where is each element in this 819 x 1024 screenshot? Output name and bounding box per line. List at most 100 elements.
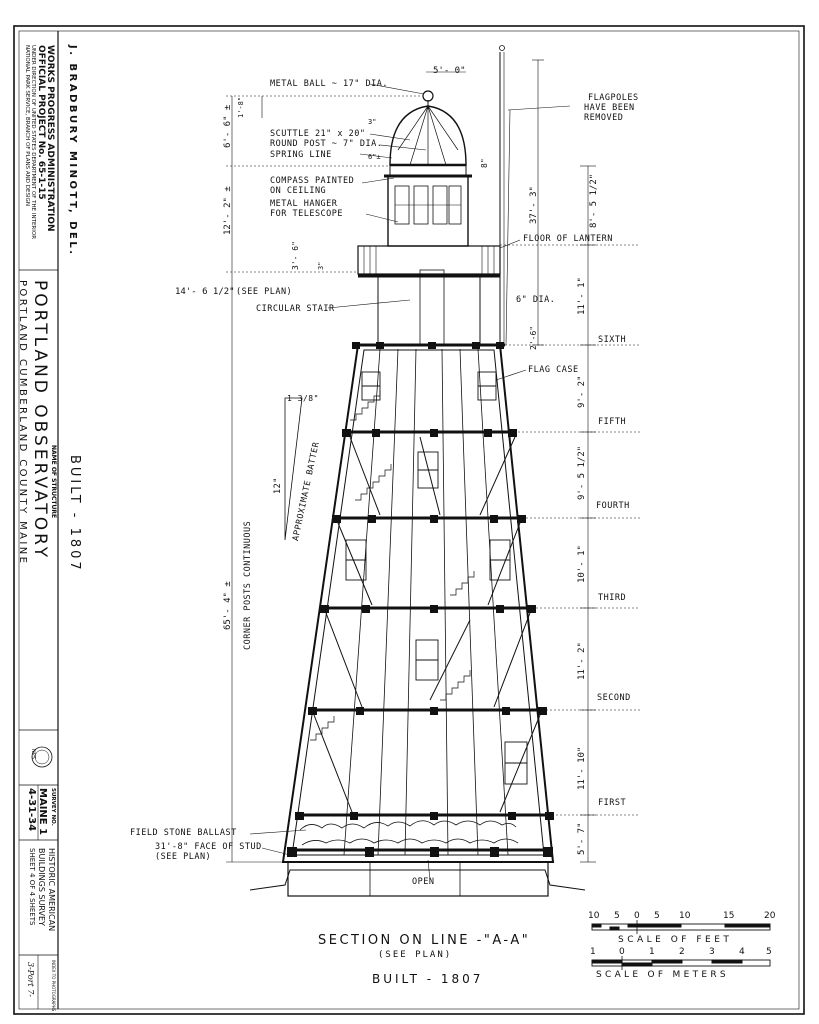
seal-circle <box>31 746 53 768</box>
scuttle-label: SCUTTLE 21" x 20" <box>270 129 366 139</box>
built-date-vertical: BUILT - 1807 <box>67 455 82 573</box>
leader-lines <box>249 83 571 881</box>
rail-height-dim: 3'- 6" <box>291 241 300 270</box>
circular-stair-label: CIRCULAR STAIR <box>256 304 335 314</box>
section-title: SECTION ON LINE -"A-A" <box>318 933 531 948</box>
seal-label: NPS <box>30 749 36 759</box>
small-three-dim: 3" <box>368 118 377 126</box>
story-six-dim: 11'- 1" <box>577 277 587 315</box>
meter-tick-5: 4 <box>739 947 745 957</box>
flagpole-height-dim: 37'- 3" <box>529 186 539 224</box>
lantern-dome <box>389 90 467 177</box>
metal-ball-label: METAL BALL ~ 17" DIA. <box>270 79 388 89</box>
scale-of-feet-bar <box>591 920 771 934</box>
field-stone-ballast-label: FIELD STONE BALLAST <box>130 828 237 838</box>
stone-ballast <box>299 820 519 846</box>
windows <box>345 371 528 785</box>
dimension-lines-right <box>500 59 640 863</box>
sheet-inner-border <box>18 30 800 1010</box>
batter-rise-label: 12" <box>273 477 283 494</box>
habs-line-1: HISTORIC AMERICAN <box>47 848 56 932</box>
corner-posts-label: CORNER POSTS CONTINUOUS <box>243 520 253 650</box>
flag-case-height-dim: 2'-6" <box>529 325 538 350</box>
hanger-label-2: FOR TELESCOPE <box>270 209 344 219</box>
scale-of-meters-title: SCALE OF METERS <box>596 970 729 980</box>
joist-blocks <box>287 342 554 857</box>
batter-triangle <box>284 397 303 541</box>
hanger-label-1: METAL HANGER <box>270 199 338 209</box>
scale-of-feet-title: SCALE OF FEET <box>618 935 733 945</box>
built-caption: BUILT - 1807 <box>372 972 484 986</box>
six-inch-dia-label: 6" DIA. <box>516 295 556 305</box>
story-four-dim: 9'- 5 1/2" <box>577 445 587 500</box>
lantern-room <box>384 174 472 247</box>
structure-location: PORTLAND CUMBERLAND COUNTY MAINE <box>17 280 28 566</box>
round-post-label: ROUND POST ~ 7" DIA. <box>270 139 383 149</box>
project-number: OFFICIAL PROJECT No. 65-1-15 <box>36 45 46 200</box>
survey-number: MAINE 1 <box>37 788 48 836</box>
meter-tick-4: 3 <box>709 947 715 957</box>
tower-outline <box>281 344 555 863</box>
sheet-number: SHEET 4 OF 4 SHEETS <box>28 848 36 926</box>
lantern-height-dim: 12'- 2" ± <box>223 186 233 235</box>
face-of-stud-label-1: 31'-8" FACE OF STUD <box>155 842 262 852</box>
feet-tick-3: 5 <box>654 911 660 921</box>
feet-tick-6: 20 <box>764 911 776 921</box>
floor-label-second: SECOND <box>597 693 631 703</box>
scale-of-feet-ticks: 10 5 0 5 10 15 20 <box>588 911 778 921</box>
dome-height-dim: 6'- 6" ± <box>223 104 233 148</box>
vertical-studs <box>343 348 509 856</box>
story-two-dim: 11'- 2" <box>577 642 587 680</box>
deck-level-dim: 14'- 6 1/2" <box>175 287 235 297</box>
top-width-dim: 5'- 0" <box>433 66 466 76</box>
compass-label-2: ON CEILING <box>270 186 327 196</box>
rail-three-dim: 3" <box>317 261 325 270</box>
supervision-line-1: UNDER DIRECTION OF UNITED STATES DEPARTM… <box>30 45 36 240</box>
story-base-dim: 5'- 7" <box>577 822 587 855</box>
scale-of-meters-bar <box>591 956 771 970</box>
flagpoles-label-3: REMOVED <box>584 113 624 123</box>
meter-tick-2: 1 <box>649 947 655 957</box>
floor-label-third: THIRD <box>598 593 627 603</box>
total-height-dim: 65'- 4" ± <box>223 581 233 630</box>
feet-tick-4: 10 <box>679 911 691 921</box>
face-of-stud-label-2: (SEE PLAN) <box>155 852 212 862</box>
agency-name: WORKS PROGRESS ADMINISTRATION <box>45 45 55 232</box>
feet-tick-1: 5 <box>614 911 620 921</box>
flagpoles <box>499 45 511 346</box>
diagonal-bracing <box>313 436 541 813</box>
metal-ball <box>422 90 434 102</box>
structure-name-caption: NAME OF STRUCTURE <box>50 445 57 519</box>
lantern-floor-to-top-dim: 8'- 5 1/2" <box>589 173 599 228</box>
delineator-credit: J. BRADBURY MINOTT, DEL. <box>67 45 78 257</box>
feet-tick-2: 0 <box>634 911 640 921</box>
handwritten-reference: 3-Port 7- <box>26 962 35 998</box>
see-plan-label: (SEE PLAN) <box>236 287 293 297</box>
compass-label-1: COMPASS PAINTED <box>270 176 355 186</box>
meter-tick-1: 0 <box>619 947 625 957</box>
story-five-dim: 9'- 2" <box>577 375 587 408</box>
habs-line-2: BUILDINGS SURVEY <box>37 848 46 926</box>
spring-line-label: SPRING LINE <box>270 150 332 160</box>
dimension-lines-left <box>226 71 466 863</box>
ground-line <box>249 869 586 891</box>
supervision-line-2: NATIONAL PARK SERVICE, BRANCH OF PLANS A… <box>24 45 30 206</box>
meter-tick-0: 1 <box>590 947 596 957</box>
open-label: OPEN <box>412 877 435 887</box>
ball-height-dim: 1'-8" <box>237 96 245 118</box>
meter-tick-6: 5 <box>766 947 772 957</box>
eight-inch-dim: 8" <box>480 158 489 168</box>
story-three-dim: 10'- 1" <box>577 545 587 583</box>
feet-tick-5: 15 <box>723 911 735 921</box>
flagpoles-label-2: HAVE BEEN <box>584 103 635 113</box>
floor-of-lantern-label: FLOOR OF LANTERN <box>523 234 613 244</box>
floor-label-sixth: SIXTH <box>598 335 627 345</box>
stairs <box>310 390 475 741</box>
floor-label-fifth: FIFTH <box>598 417 627 427</box>
feet-tick-0: 10 <box>588 911 600 921</box>
sheet-border <box>13 25 805 1015</box>
floor-label-first: FIRST <box>598 798 627 808</box>
story-one-dim: 11'- 10" <box>577 746 587 790</box>
index-caption: INDEX TO PHOTOGRAPHS <box>51 960 56 1012</box>
